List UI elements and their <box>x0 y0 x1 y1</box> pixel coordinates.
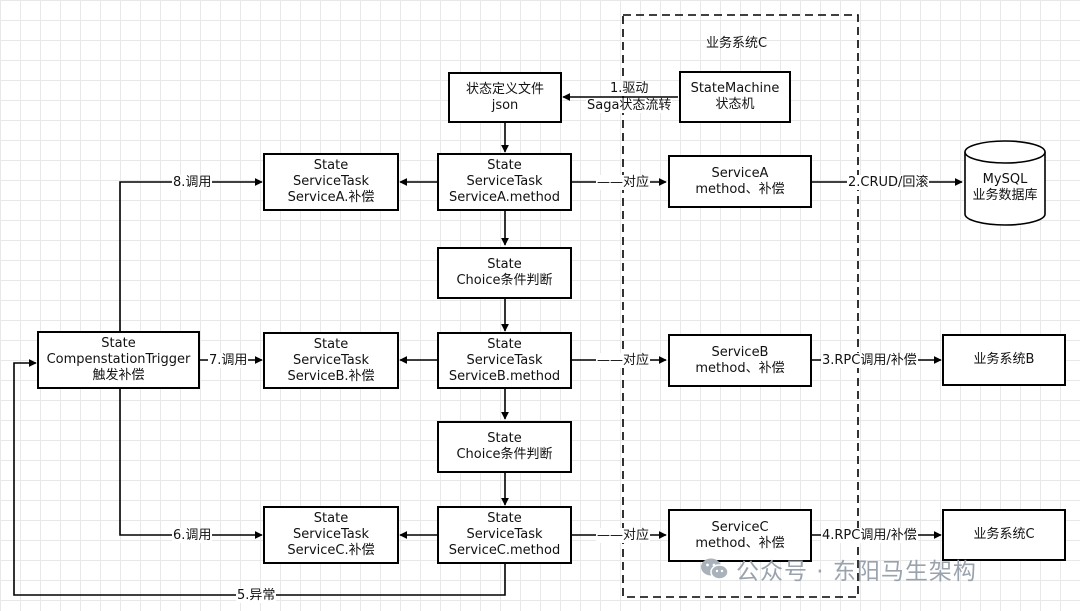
service-a-box: ServiceA method、补偿 <box>668 155 812 208</box>
drive-label-line-2: Saga状态流转 <box>586 98 673 113</box>
box-line: State <box>101 336 136 351</box>
watermark-text: 公众号 · 东阳马生架构 <box>736 559 977 585</box>
state-machine-box: StateMachine 状态机 <box>679 71 791 123</box>
box-line: State <box>313 158 349 173</box>
box-line: ServiceC.补偿 <box>287 543 375 558</box>
business-system-b-box: 业务系统B <box>942 334 1066 386</box>
box-line: 业务系统B <box>973 352 1035 367</box>
business-system-c-title: 业务系统C <box>706 36 768 51</box>
box-line: ServiceB <box>711 344 769 360</box>
rpc-b-label: 3.RPC调用/补偿 <box>821 353 918 368</box>
box-line: ServiceTask <box>292 352 370 368</box>
box-line: ServiceA.补偿 <box>287 190 375 205</box>
business-system-c-group <box>622 14 859 598</box>
box-line: Choice条件判断 <box>456 273 553 288</box>
box-line: method、补偿 <box>695 181 785 197</box>
box-line: json <box>491 97 519 113</box>
choice-1-box: State Choice条件判断 <box>437 247 572 299</box>
db-line: 业务数据库 <box>972 188 1038 203</box>
exception-label: 5.异常 <box>236 588 277 603</box>
arrow-exception-loop <box>13 359 506 596</box>
box-line: ServiceTask <box>292 527 370 542</box>
mysql-database: MySQL 业务数据库 <box>965 141 1045 225</box>
box-line: ServiceA.method <box>448 190 561 205</box>
mapping-label-b: ——对应 <box>596 353 651 368</box>
box-line: CompenstationTrigger <box>46 352 191 367</box>
call-6-label: 6.调用 <box>172 528 213 543</box>
service-c-box: ServiceC method、补偿 <box>668 509 812 562</box>
box-line: State <box>487 257 522 272</box>
box-line: State <box>313 511 349 526</box>
box-line: ServiceC <box>711 519 769 535</box>
box-line: State <box>487 158 522 173</box>
box-line: 状态机 <box>715 97 755 112</box>
box-line: ServiceB.method <box>448 368 561 384</box>
compensation-trigger-box: State CompenstationTrigger 触发补偿 <box>37 331 200 389</box>
call-8-label: 8.调用 <box>172 175 213 190</box>
box-line: 业务系统C <box>973 527 1035 542</box>
state-definition-file-box: 状态定义文件 json <box>448 72 562 123</box>
box-line: ServiceTask <box>466 352 543 368</box>
choice-2-box: State Choice条件判断 <box>437 421 572 473</box>
arrow-trigger-to-comp-c <box>119 389 263 539</box>
box-line: method、补偿 <box>695 535 785 551</box>
box-line: Choice条件判断 <box>456 447 553 462</box>
mapping-label-a: ——对应 <box>596 175 651 190</box>
compensation-c-box: State ServiceTask ServiceC.补偿 <box>263 506 399 564</box>
box-line: ServiceB.补偿 <box>287 368 375 384</box>
task-b-box: State ServiceTask ServiceB.method <box>437 332 572 389</box>
box-line: State <box>487 431 522 446</box>
crud-label: 2.CRUD/回滚 <box>847 175 930 190</box>
box-line: ServiceA <box>711 165 769 181</box>
watermark: 公众号 · 东阳马生架构 <box>700 552 977 586</box>
business-system-c-box: 业务系统C <box>942 509 1066 561</box>
box-line: 状态定义文件 <box>465 81 544 97</box>
db-line: MySQL <box>982 172 1028 187</box>
task-a-box: State ServiceTask ServiceA.method <box>437 153 572 211</box>
box-line: 触发补偿 <box>92 368 145 383</box>
task-c-box: State ServiceTask ServiceC.method <box>437 506 572 564</box>
wechat-icon <box>701 558 729 580</box>
drive-label-line-1: 1.驱动 <box>609 81 650 96</box>
service-b-box: ServiceB method、补偿 <box>668 334 812 387</box>
call-7-label: 7.调用 <box>208 353 249 368</box>
rpc-c-label: 4.RPC调用/补偿 <box>821 528 918 543</box>
box-line: State <box>487 336 522 352</box>
box-line: method、补偿 <box>695 360 785 376</box>
mysql-database-cylinder <box>964 140 1046 226</box>
arrow-trigger-to-comp-a <box>119 178 263 331</box>
mapping-label-c: ——对应 <box>596 528 651 543</box>
box-line: State <box>313 336 349 352</box>
box-line: ServiceC.method <box>448 543 561 558</box>
box-line: ServiceTask <box>292 174 370 189</box>
compensation-a-box: State ServiceTask ServiceA.补偿 <box>263 153 399 211</box>
box-line: StateMachine <box>690 81 780 96</box>
box-line: ServiceTask <box>466 527 543 542</box>
box-line: State <box>487 511 522 526</box>
box-line: ServiceTask <box>466 174 543 189</box>
compensation-b-box: State ServiceTask ServiceB.补偿 <box>263 332 399 389</box>
